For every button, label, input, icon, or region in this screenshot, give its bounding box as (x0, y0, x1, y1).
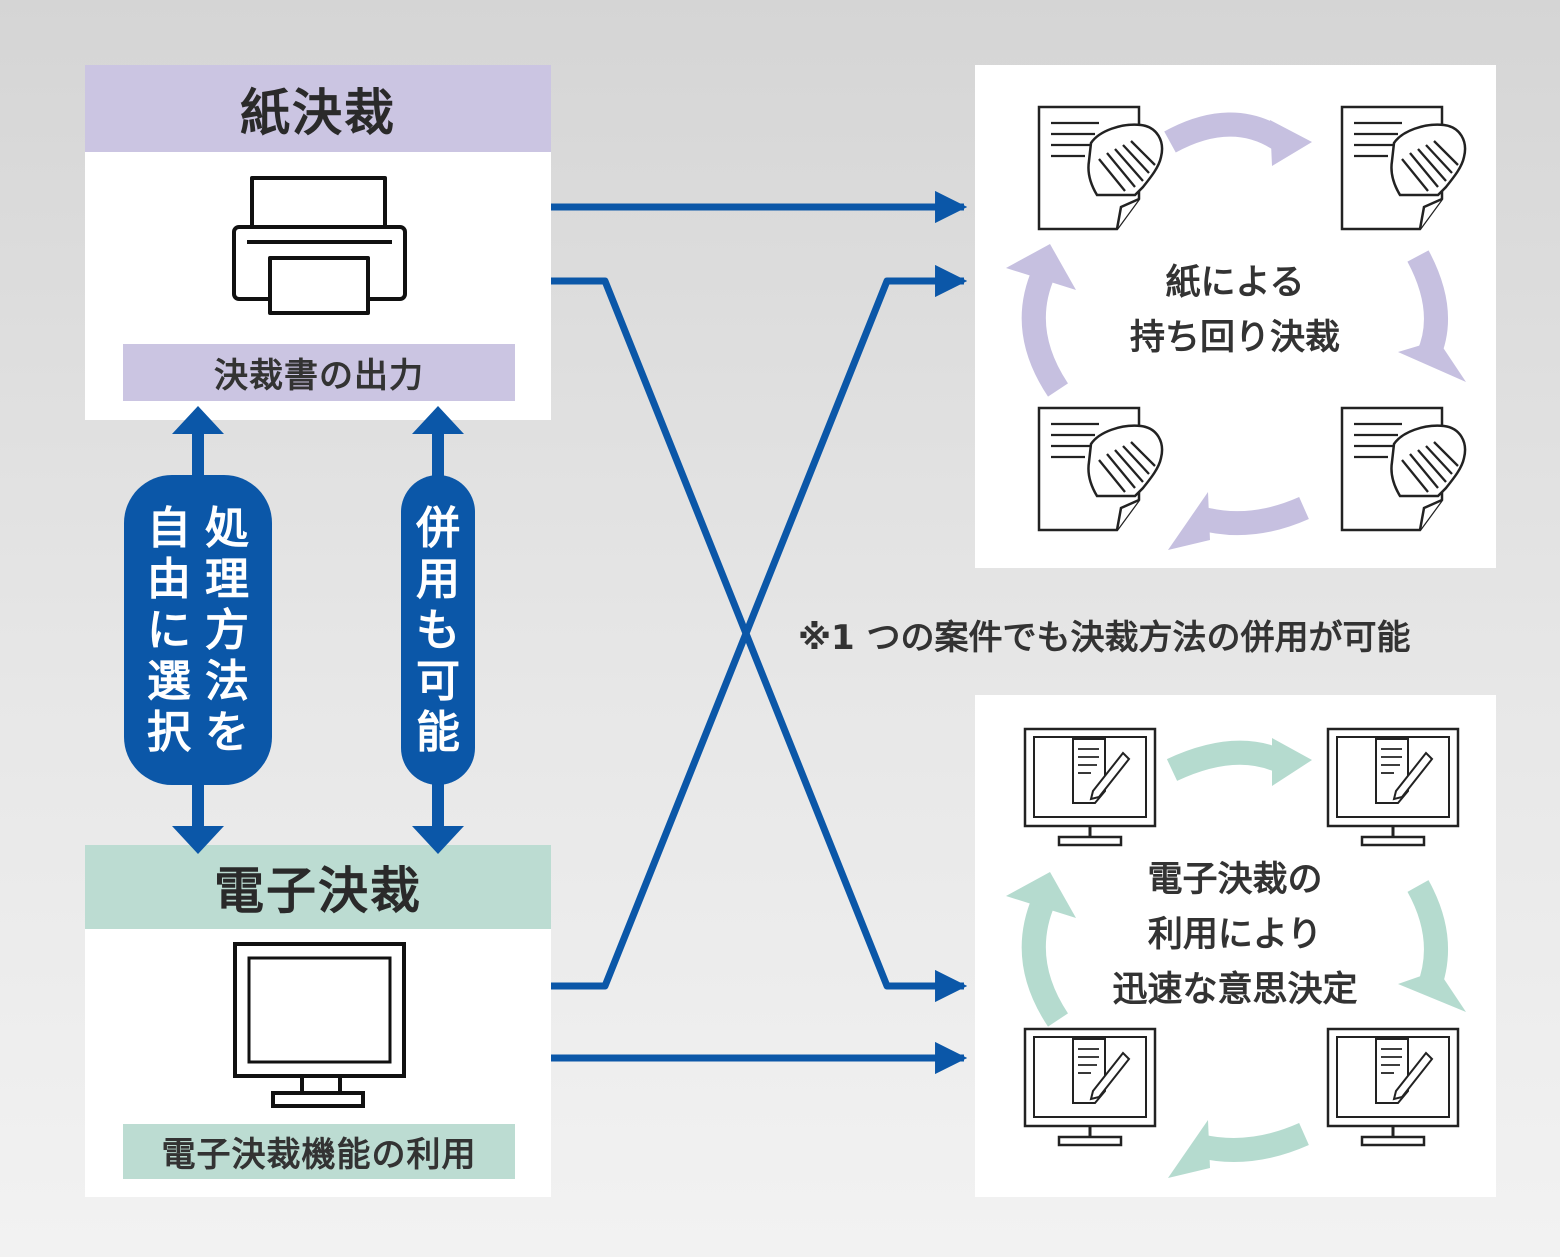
combined-use-text: 併用も可能 (416, 503, 460, 758)
electronic-flow-label: 電子決裁の 利用により 迅速な意思決定 (1112, 860, 1358, 1010)
free-choice-text-col2: 自由に選択 (147, 503, 191, 758)
electronic-header: 電子決裁 (85, 845, 551, 929)
hand-document-icon (1340, 105, 1467, 231)
monitor-document-icon (1023, 1027, 1157, 1147)
hand-document-icon (1037, 406, 1164, 532)
paper-flow-label: 紙による 持ち回り決裁 (1129, 263, 1340, 358)
monitor-document-icon (1326, 727, 1460, 847)
hand-document-icon (1037, 105, 1164, 231)
monitor-document-icon (1326, 1027, 1460, 1147)
paper-header: 紙決裁 (85, 65, 551, 152)
monitor-document-icon (1023, 727, 1157, 847)
paper-caption: 決裁書の出力 (123, 344, 515, 401)
paper-cycle-arrow-top (1164, 112, 1287, 153)
printer-icon (232, 176, 407, 315)
free-choice-text-col1: 処理方法を (205, 503, 249, 758)
monitor-icon (233, 942, 406, 1108)
paper-cycle-arrow-left (1021, 267, 1069, 397)
free-choice-pill: 処理方法を 自由に選択 (124, 475, 272, 785)
electronic-to-paper-flow-arrow (551, 264, 968, 990)
note-text: ※1 つの案件でも決裁方法の併用が可能 (798, 618, 1411, 658)
electronic-cycle-arrow-left (1021, 895, 1069, 1027)
hand-document-icon (1340, 406, 1467, 532)
electronic-cycle-arrow-top (1166, 740, 1288, 781)
electronic-cycle-arrow-bottom (1197, 1122, 1309, 1162)
combined-use-pill: 併用も可能 (401, 475, 475, 785)
paper-cycle-arrow-right (1407, 250, 1448, 361)
electronic-caption: 電子決裁機能の利用 (123, 1124, 515, 1179)
paper-cycle-arrow-bottom (1196, 496, 1309, 536)
